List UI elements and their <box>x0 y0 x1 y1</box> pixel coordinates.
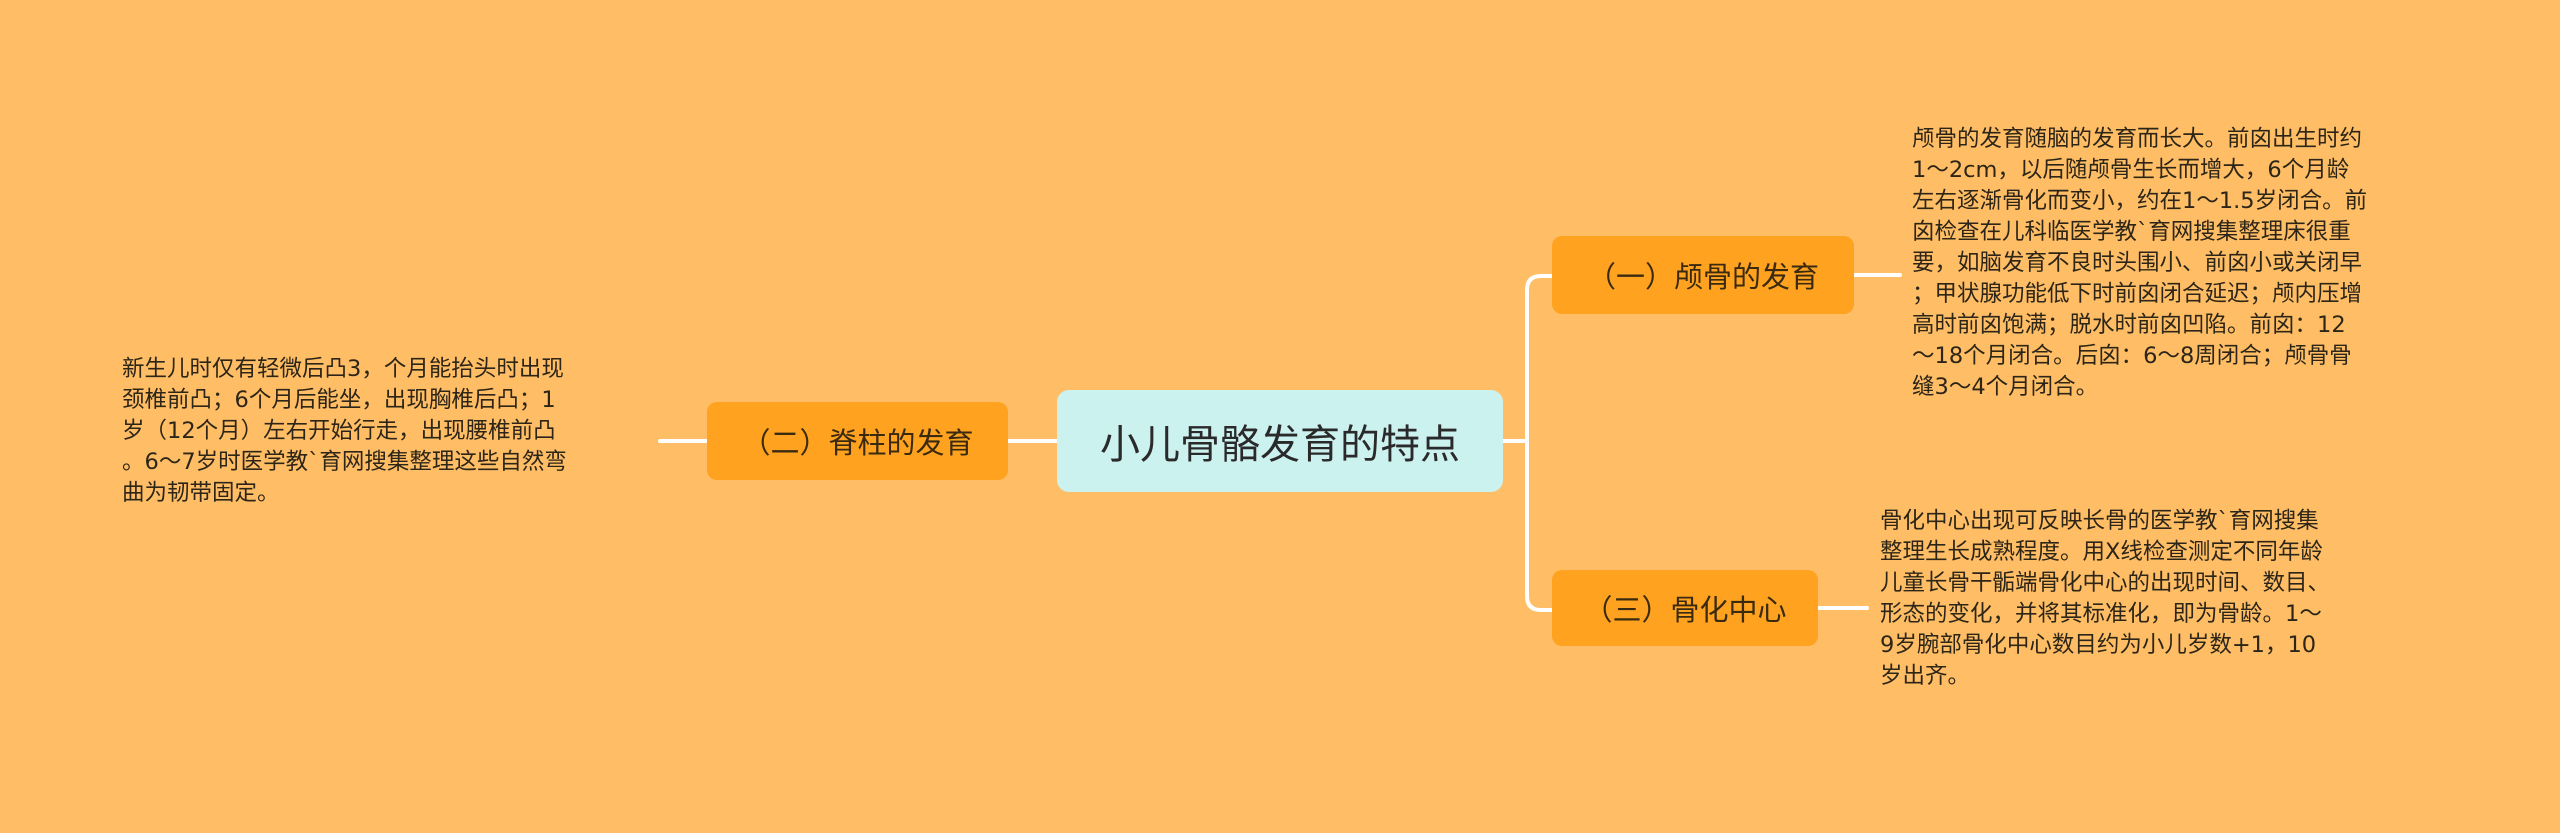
root-topic[interactable]: 小儿骨骼发育的特点 <box>1057 390 1503 492</box>
detail-text-spine: 新生儿时仅有轻微后凸3，个月能抬头时出现 颈椎前凸；6个月后能坐，出现胸椎后凸；… <box>122 356 567 506</box>
branch-topic-label: （二）脊柱的发育 <box>741 426 974 460</box>
root-topic-label: 小儿骨骼发育的特点 <box>1100 422 1460 468</box>
branch-topic-skull[interactable]: （一）颅骨的发育 <box>1552 236 1854 314</box>
detail-text-skull: 颅骨的发育随脑的发育而长大。前囟出生时约 1～2cm，以后随颅骨生长而增大，6个… <box>1912 126 2368 400</box>
detail-text-ossification: 骨化中心出现可反映长骨的医学教`育网搜集 整理生长成熟程度。用X线检查测定不同年… <box>1880 508 2331 689</box>
branch-topic-spine[interactable]: （二）脊柱的发育 <box>707 402 1008 480</box>
connector-to-branch-1 <box>1525 274 1554 443</box>
connector-to-branch-3 <box>1525 439 1554 612</box>
branch-topic-label: （一）颅骨的发育 <box>1586 260 1819 294</box>
branch-topic-ossification[interactable]: （三）骨化中心 <box>1552 570 1818 646</box>
branch-topic-label: （三）骨化中心 <box>1583 593 1787 627</box>
